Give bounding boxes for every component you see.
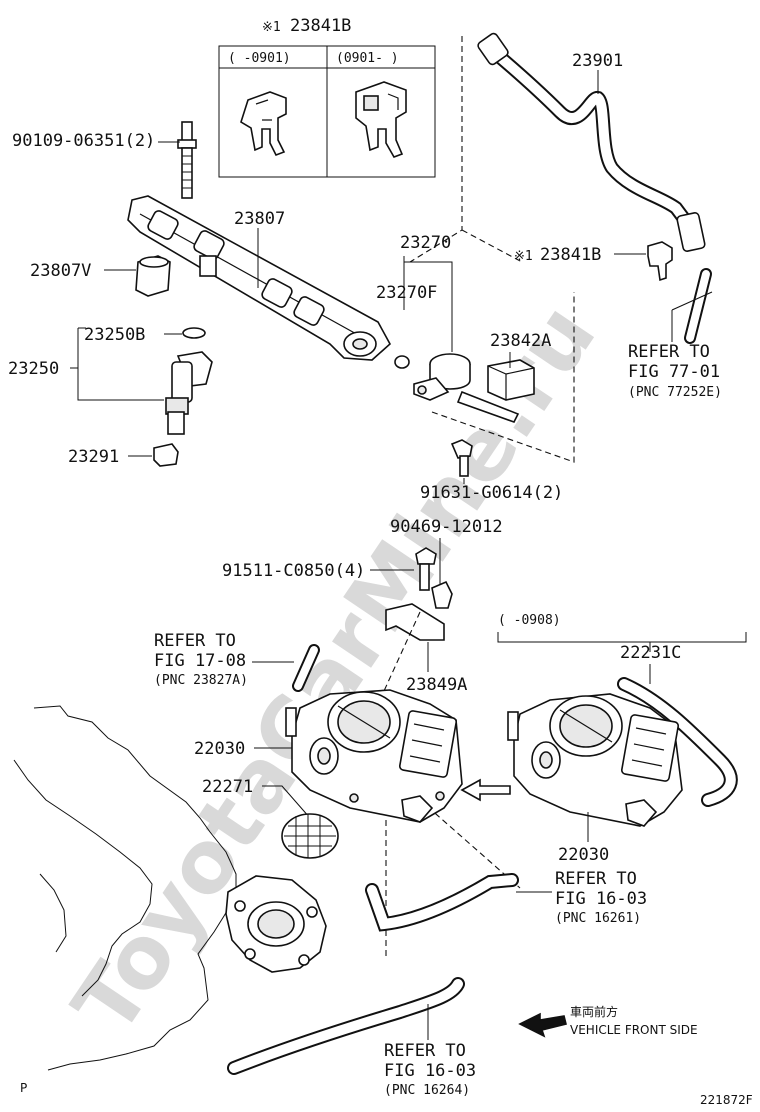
label-90109[interactable]: 90109-06351(2) xyxy=(12,131,155,151)
clamp-23842a-icon xyxy=(487,359,535,401)
dashed-group-outline-2 xyxy=(461,229,523,263)
inset-marker: ※1 xyxy=(262,20,281,35)
fuel-rail-23807-icon xyxy=(127,195,392,361)
date-range-label: ( -0908) xyxy=(498,613,561,628)
o-ring-23250b-icon xyxy=(182,327,206,339)
dashed-group-outline-3 xyxy=(431,292,575,463)
label-23807v[interactable]: 23807V xyxy=(30,261,91,281)
front-arrow-icon xyxy=(518,1012,567,1038)
ref-fig16b-line3[interactable]: (PNC 16264) xyxy=(384,1083,470,1098)
label-22030-left[interactable]: 22030 xyxy=(194,739,245,759)
label-23901[interactable]: 23901 xyxy=(572,51,623,71)
ref-fig77-line3[interactable]: (PNC 77252E) xyxy=(628,385,722,400)
inset-col-right: (0901- ) xyxy=(336,51,399,66)
ref-fig17-line2[interactable]: FIG 17-08 xyxy=(154,651,246,671)
footer-p: P xyxy=(20,1081,27,1095)
injector-23250-icon xyxy=(165,351,213,435)
label-23291[interactable]: 23291 xyxy=(68,447,119,467)
ref-fig16a-line2[interactable]: FIG 16-03 xyxy=(555,889,647,909)
o-ring-23270f-icon xyxy=(394,355,410,369)
label-90469[interactable]: 90469-12012 xyxy=(390,517,503,537)
inset-part-label[interactable]: 23841B xyxy=(290,16,351,36)
clip-old-icon xyxy=(240,91,287,157)
clip-90469-icon xyxy=(431,580,453,609)
label-23849a[interactable]: 23849A xyxy=(406,675,467,695)
ref-fig77-line1[interactable]: REFER TO xyxy=(628,342,710,362)
label-23842a[interactable]: 23842A xyxy=(490,331,551,351)
label-23270[interactable]: 23270 xyxy=(400,233,451,253)
inset-23841b: ※1 23841B ( -0901) (0901- ) xyxy=(218,16,436,178)
dashed-group-outline-1 xyxy=(409,36,463,263)
ref-fig17-line3[interactable]: (PNC 23827A) xyxy=(154,673,248,688)
label-91631[interactable]: 91631-G0614(2) xyxy=(420,483,563,503)
label-22030-right[interactable]: 22030 xyxy=(558,845,609,865)
damper-23807v-icon xyxy=(135,255,171,297)
clip-new-icon xyxy=(355,81,407,158)
ref-fig16b-line2[interactable]: FIG 16-03 xyxy=(384,1061,476,1081)
watermark: ToyotaCarMine.ru xyxy=(55,287,616,1052)
bolt-91511-icon xyxy=(415,547,437,591)
label-91511[interactable]: 91511-C0850(4) xyxy=(222,561,365,581)
label-23841b-marker: ※1 xyxy=(514,249,533,264)
pressure-regulator-23270-icon xyxy=(413,353,520,423)
ref-fig77-line2[interactable]: FIG 77-01 xyxy=(628,362,720,382)
label-22231c[interactable]: 22231C xyxy=(620,643,681,663)
gasket-22271-icon xyxy=(281,813,339,859)
label-23841b[interactable]: 23841B xyxy=(540,245,601,265)
inset-col-left: ( -0901) xyxy=(228,51,291,66)
label-23250[interactable]: 23250 xyxy=(8,359,59,379)
label-22271[interactable]: 22271 xyxy=(202,777,253,797)
label-23250b[interactable]: 23250B xyxy=(84,325,145,345)
clip-23841b-icon xyxy=(647,241,673,282)
intake-manifold-icon xyxy=(13,705,327,1071)
throttle-body-left-22030-icon xyxy=(285,689,463,823)
fuel-hose-23901-icon xyxy=(477,32,706,252)
front-side-en: VEHICLE FRONT SIDE xyxy=(570,1023,698,1037)
front-side-jp: 車両前方 xyxy=(570,1004,618,1019)
footer-code: 221872F xyxy=(700,1093,753,1107)
seal-23291-icon xyxy=(153,443,179,467)
ref-fig16a-line1[interactable]: REFER TO xyxy=(555,869,637,889)
ref-fig17-line1[interactable]: REFER TO xyxy=(154,631,236,651)
ref-fig16b-line1[interactable]: REFER TO xyxy=(384,1041,466,1061)
label-23270f[interactable]: 23270F xyxy=(376,283,437,303)
throttle-body-right-22030-icon xyxy=(507,677,738,827)
ref-fig16a-line3[interactable]: (PNC 16261) xyxy=(555,911,641,926)
stud-bolt-90109-icon xyxy=(177,121,197,199)
direction-arrow-icon xyxy=(460,778,511,802)
label-23807[interactable]: 23807 xyxy=(234,209,285,229)
bolt-91631-icon xyxy=(450,439,473,477)
